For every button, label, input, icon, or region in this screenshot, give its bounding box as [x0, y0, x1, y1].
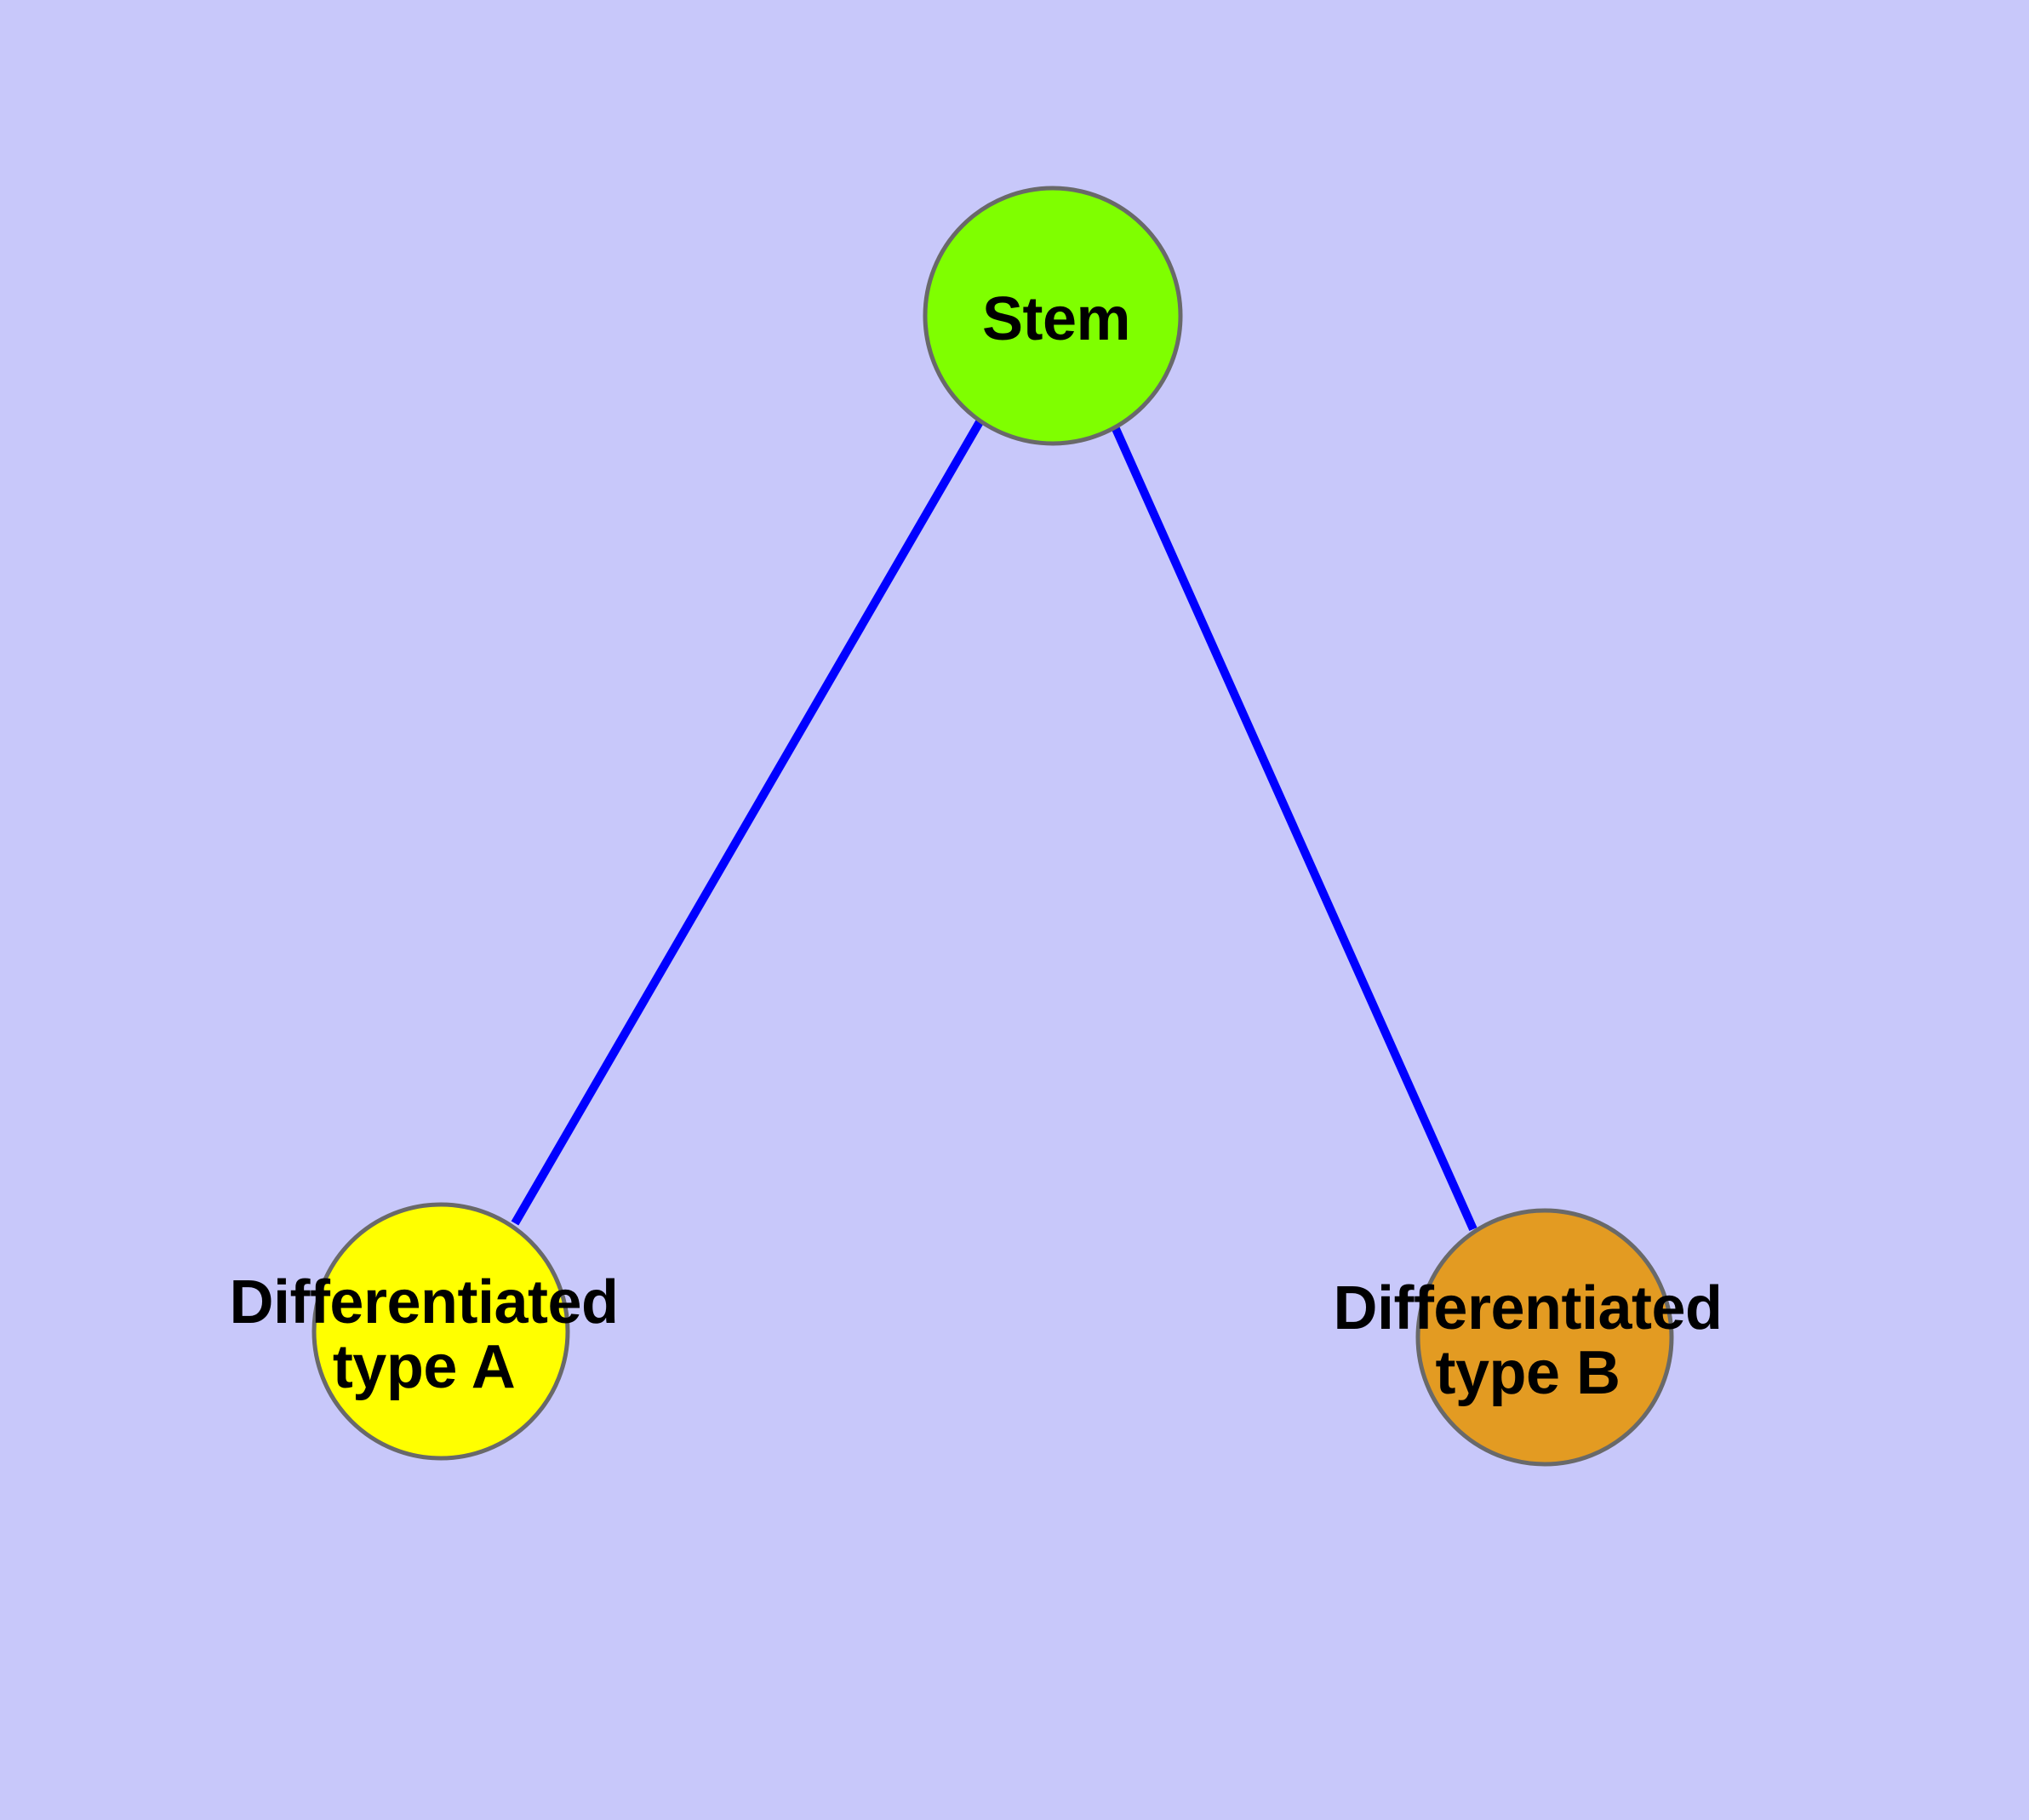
edge-stem-to-diff-b[interactable] — [1109, 421, 1477, 1232]
edge-stem-to-diff-a[interactable] — [511, 418, 985, 1226]
node-layer — [311, 186, 1674, 1467]
edge-layer — [511, 418, 1477, 1232]
node-differentiated-type-b[interactable] — [1415, 1208, 1674, 1467]
node-stem[interactable] — [923, 186, 1183, 446]
node-differentiated-type-a[interactable] — [311, 1202, 570, 1461]
